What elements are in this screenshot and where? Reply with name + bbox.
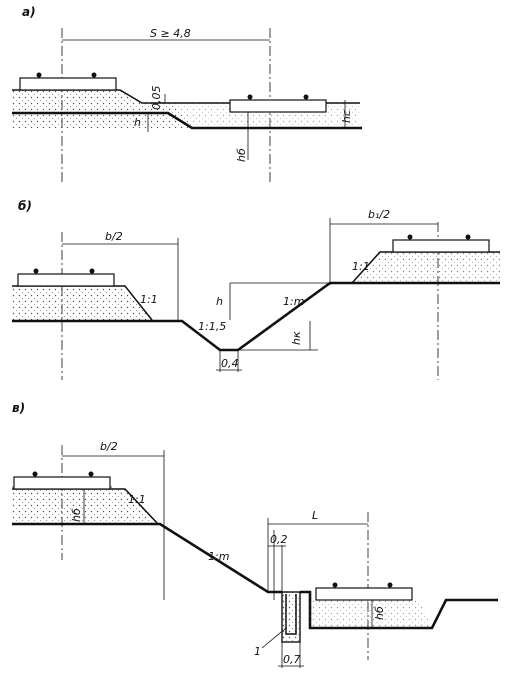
panel-b-letter: б) bbox=[18, 199, 32, 213]
slope-15-b: 1:1,5 bbox=[198, 320, 226, 333]
spacing-label: S ≥ 4,8 bbox=[150, 27, 191, 40]
b-half-label: b/2 bbox=[105, 230, 123, 243]
callout-leader bbox=[261, 627, 287, 649]
hk-label-b: hк bbox=[290, 331, 303, 345]
h-label-a: h bbox=[134, 116, 141, 129]
sleeper-b-left bbox=[17, 273, 115, 287]
gap-label: 0,05 bbox=[150, 86, 163, 111]
slope-m-c: 1:m bbox=[208, 550, 229, 563]
ditch-profile bbox=[12, 281, 500, 352]
ballast-c-right bbox=[310, 600, 432, 628]
sleeper-left-a bbox=[19, 77, 117, 91]
sleeper-c-right bbox=[315, 587, 413, 601]
ground-c-left bbox=[12, 522, 282, 594]
drain-pipe bbox=[285, 594, 297, 635]
trench-label: 0,7 bbox=[283, 653, 301, 666]
sleeper-b-right bbox=[392, 239, 490, 253]
ballast-left bbox=[12, 90, 194, 128]
slope-right-b: 1:1 bbox=[352, 260, 370, 273]
panel-a-letter: а) bbox=[22, 5, 36, 19]
L-label: L bbox=[312, 509, 318, 522]
b-half-label-c: b/2 bbox=[100, 440, 118, 453]
hb-label-c: hб bbox=[70, 508, 83, 522]
ballast-c-left bbox=[12, 489, 158, 524]
callout-label: 1 bbox=[254, 645, 261, 658]
offset-label: 0,2 bbox=[270, 533, 288, 546]
slope-left-b: 1:1 bbox=[140, 293, 158, 306]
ballast-b-left bbox=[12, 286, 152, 320]
hc-label-a: hс bbox=[340, 110, 353, 123]
hb2-label-c: hб bbox=[373, 606, 386, 620]
hb-label-a: hб bbox=[235, 148, 248, 162]
h-label-b: h bbox=[216, 295, 223, 308]
panel-a: а) S ≥ 4,8 0,05 h hб hс bbox=[12, 5, 362, 185]
slope-11-c: 1:1 bbox=[128, 493, 146, 506]
ballast-b-right bbox=[352, 252, 500, 283]
b1-half-label: b₁/2 bbox=[368, 208, 390, 221]
subgrade-line-a bbox=[12, 111, 362, 130]
panel-b: б) b/2 b₁/2 1:1 1:1 1:m bbox=[12, 199, 500, 380]
slope-m-b: 1:m bbox=[283, 295, 304, 308]
sleeper-c-left bbox=[13, 476, 111, 490]
bottom-label-b: 0,4 bbox=[221, 357, 239, 370]
sleeper-right-a bbox=[229, 99, 327, 113]
panel-c: в) b/2 hб 1:1 1:m 0,2 bbox=[12, 401, 498, 668]
panel-c-letter: в) bbox=[12, 401, 25, 415]
